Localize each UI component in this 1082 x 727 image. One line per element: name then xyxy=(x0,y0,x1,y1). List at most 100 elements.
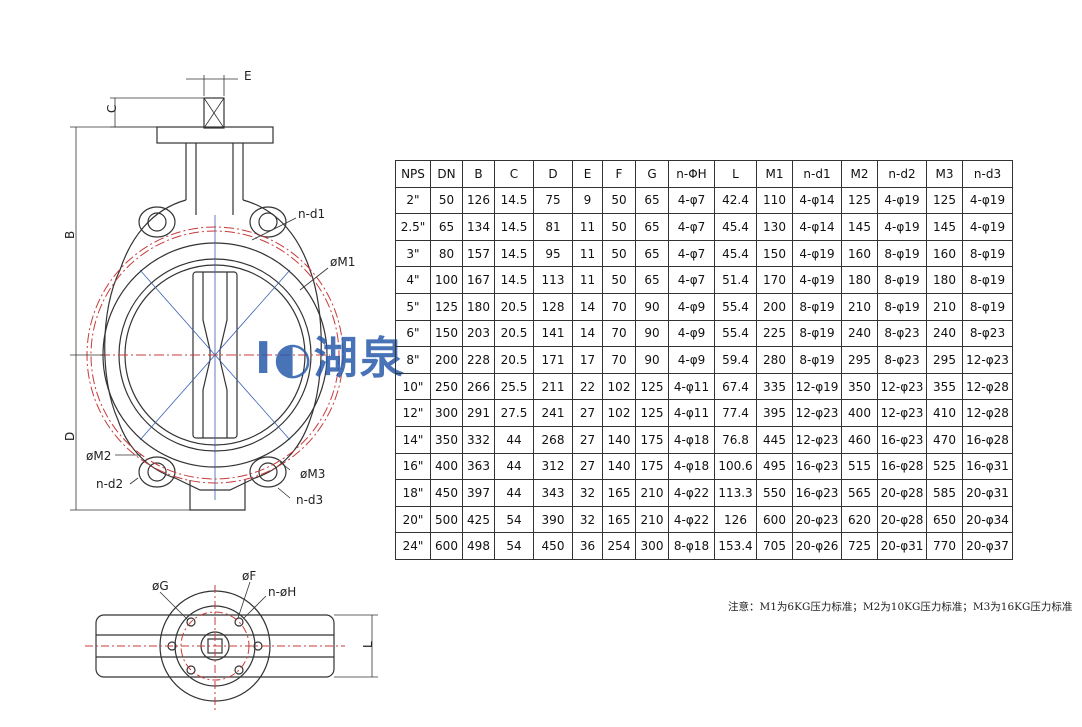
table-cell: 14.5 xyxy=(494,266,534,294)
table-cell: 18" xyxy=(395,479,431,507)
table-cell: 141 xyxy=(533,319,573,348)
table-cell: 157 xyxy=(462,239,495,268)
table-cell: 770 xyxy=(926,532,963,560)
table-cell: 4-φ14 xyxy=(792,186,842,215)
table-cell: 400 xyxy=(430,452,463,481)
table-cell: 4-φ11 xyxy=(668,372,715,401)
table-header-cell: M1 xyxy=(756,160,793,188)
table-header-cell: D xyxy=(533,160,573,188)
table-cell: 343 xyxy=(533,479,573,507)
table-cell: 210 xyxy=(841,292,878,321)
table-cell: 126 xyxy=(714,505,757,534)
table-cell: 8-φ19 xyxy=(962,266,1013,294)
label-d: D xyxy=(63,432,77,441)
table-cell: 4-φ18 xyxy=(668,425,715,454)
table-cell: 128 xyxy=(533,292,573,321)
table-cell: 8-φ19 xyxy=(877,292,927,321)
table-cell: 14" xyxy=(395,425,431,454)
table-cell: 27 xyxy=(572,425,603,454)
table-cell: 110 xyxy=(756,186,793,215)
table-cell: 113 xyxy=(533,266,573,294)
table-cell: 14 xyxy=(572,319,603,348)
table-cell: 240 xyxy=(926,319,963,348)
table-cell: 291 xyxy=(462,399,495,427)
table-cell: 254 xyxy=(602,532,636,560)
table-cell: 498 xyxy=(462,532,495,560)
table-cell: 450 xyxy=(533,532,573,560)
table-header-cell: DN xyxy=(430,160,463,188)
table-cell: 17 xyxy=(572,346,603,374)
table-cell: 59.4 xyxy=(714,346,757,374)
table-cell: 4-φ19 xyxy=(877,213,927,241)
valve-neck xyxy=(185,143,244,215)
table-cell: 395 xyxy=(756,399,793,427)
table-cell: 14.5 xyxy=(494,213,534,241)
table-cell: 390 xyxy=(533,505,573,534)
table-cell: 55.4 xyxy=(714,292,757,321)
table-cell: 585 xyxy=(926,479,963,507)
table-cell: 4-φ11 xyxy=(668,399,715,427)
table-cell: 4-φ7 xyxy=(668,186,715,215)
table-cell: 45.4 xyxy=(714,239,757,268)
label-m2: øM2 xyxy=(86,449,111,463)
table-cell: 450 xyxy=(430,479,463,507)
table-cell: 50 xyxy=(430,186,463,215)
table-cell: 50 xyxy=(602,266,636,294)
table-cell: 22 xyxy=(572,372,603,401)
table-cell: 12-φ23 xyxy=(792,399,842,427)
table-cell: 705 xyxy=(756,532,793,560)
table-cell: 8-φ19 xyxy=(792,319,842,348)
table-cell: 4-φ19 xyxy=(962,186,1013,215)
table-cell: 160 xyxy=(926,239,963,268)
table-cell: 50 xyxy=(602,186,636,215)
table-cell: 165 xyxy=(602,479,636,507)
label-e: E xyxy=(244,69,252,83)
table-cell: 150 xyxy=(430,319,463,348)
label-c: C xyxy=(105,105,119,113)
table-cell: 268 xyxy=(533,425,573,454)
table-cell: 203 xyxy=(462,319,495,348)
table-cell: 11 xyxy=(572,266,603,294)
table-cell: 145 xyxy=(841,213,878,241)
table-cell: 550 xyxy=(756,479,793,507)
table-cell: 4-φ19 xyxy=(792,239,842,268)
table-cell: 3" xyxy=(395,239,431,268)
table-cell: 200 xyxy=(430,346,463,374)
table-cell: 140 xyxy=(602,452,636,481)
table-cell: 620 xyxy=(841,505,878,534)
table-cell: 4-φ19 xyxy=(792,266,842,294)
table-header-cell: n-d3 xyxy=(962,160,1013,188)
table-cell: 250 xyxy=(430,372,463,401)
table-cell: 350 xyxy=(430,425,463,454)
table-cell: 8-φ23 xyxy=(877,346,927,374)
table-cell: 4-φ9 xyxy=(668,292,715,321)
table-cell: 8-φ19 xyxy=(962,239,1013,268)
table-cell: 4-φ18 xyxy=(668,452,715,481)
table-header-cell: n-ΦH xyxy=(668,160,715,188)
label-nd3: n-d3 xyxy=(296,493,323,507)
table-cell: 27 xyxy=(572,399,603,427)
table-cell: 70 xyxy=(602,346,636,374)
table-header-cell: F xyxy=(602,160,636,188)
table-cell: 225 xyxy=(756,319,793,348)
table-cell: 32 xyxy=(572,479,603,507)
table-cell: 170 xyxy=(756,266,793,294)
table-cell: 11 xyxy=(572,213,603,241)
table-cell: 4-φ9 xyxy=(668,346,715,374)
table-cell: 16-φ28 xyxy=(877,452,927,481)
table-cell: 280 xyxy=(756,346,793,374)
table-cell: 4-φ22 xyxy=(668,505,715,534)
table-cell: 20-φ26 xyxy=(792,532,842,560)
table-cell: 2.5" xyxy=(395,213,431,241)
table-cell: 211 xyxy=(533,372,573,401)
table-cell: 65 xyxy=(635,266,669,294)
table-cell: 266 xyxy=(462,372,495,401)
table-cell: 400 xyxy=(841,399,878,427)
table-cell: 14.5 xyxy=(494,186,534,215)
table-cell: 80 xyxy=(430,239,463,268)
